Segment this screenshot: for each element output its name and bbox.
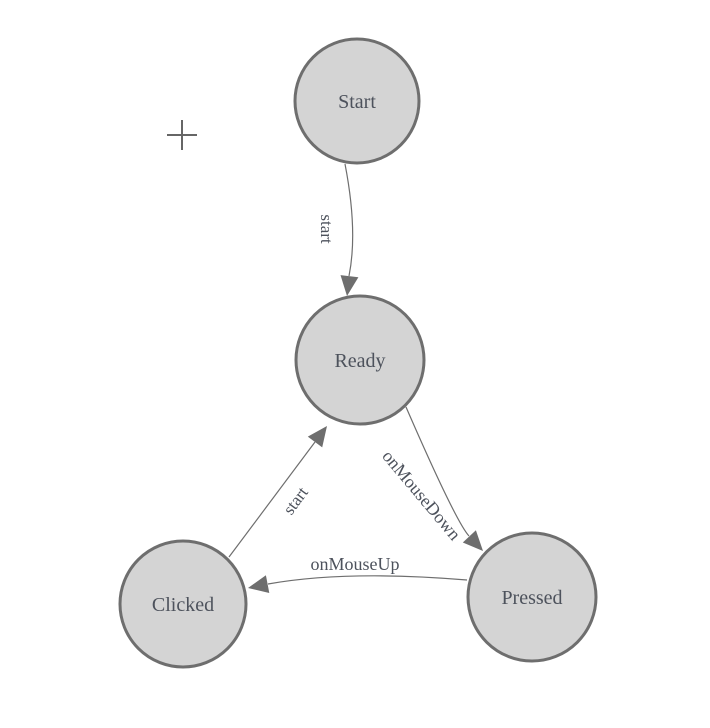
transition-start-to-ready[interactable]: start	[317, 163, 359, 296]
transition-line[interactable]	[344, 163, 354, 277]
transition-line[interactable]	[228, 441, 316, 558]
state-node-clicked[interactable]: Clicked	[118, 539, 248, 669]
transition-label: start	[317, 214, 336, 244]
transition-arrowhead	[340, 275, 359, 296]
state-circle[interactable]	[293, 37, 421, 165]
state-label: Pressed	[501, 587, 562, 609]
state-circle[interactable]	[294, 294, 426, 426]
transition-arrowhead	[248, 575, 270, 593]
state-node-start[interactable]: Start	[293, 37, 421, 165]
state-node-ready[interactable]: Ready	[294, 294, 426, 426]
transition-arrowhead	[307, 426, 327, 448]
transition-ready-to-pressed[interactable]: onMouseDown	[378, 406, 483, 551]
state-circle[interactable]	[118, 539, 248, 669]
state-label: Clicked	[152, 594, 214, 616]
transition-label: onMouseDown	[378, 446, 465, 544]
transition-label: onMouseUp	[311, 554, 400, 574]
transition-clicked-to-ready[interactable]: start	[228, 426, 327, 558]
crosshair-marker	[167, 120, 197, 150]
state-node-pressed[interactable]: Pressed	[466, 531, 598, 663]
transition-arrowhead	[462, 530, 483, 551]
state-label: Start	[338, 91, 376, 113]
state-circle[interactable]	[466, 531, 598, 663]
state-label: Ready	[334, 350, 385, 372]
transition-pressed-to-clicked[interactable]: onMouseUp	[248, 554, 468, 593]
transition-label: start	[279, 483, 312, 518]
transition-line[interactable]	[405, 406, 470, 537]
transition-line[interactable]	[267, 575, 468, 585]
